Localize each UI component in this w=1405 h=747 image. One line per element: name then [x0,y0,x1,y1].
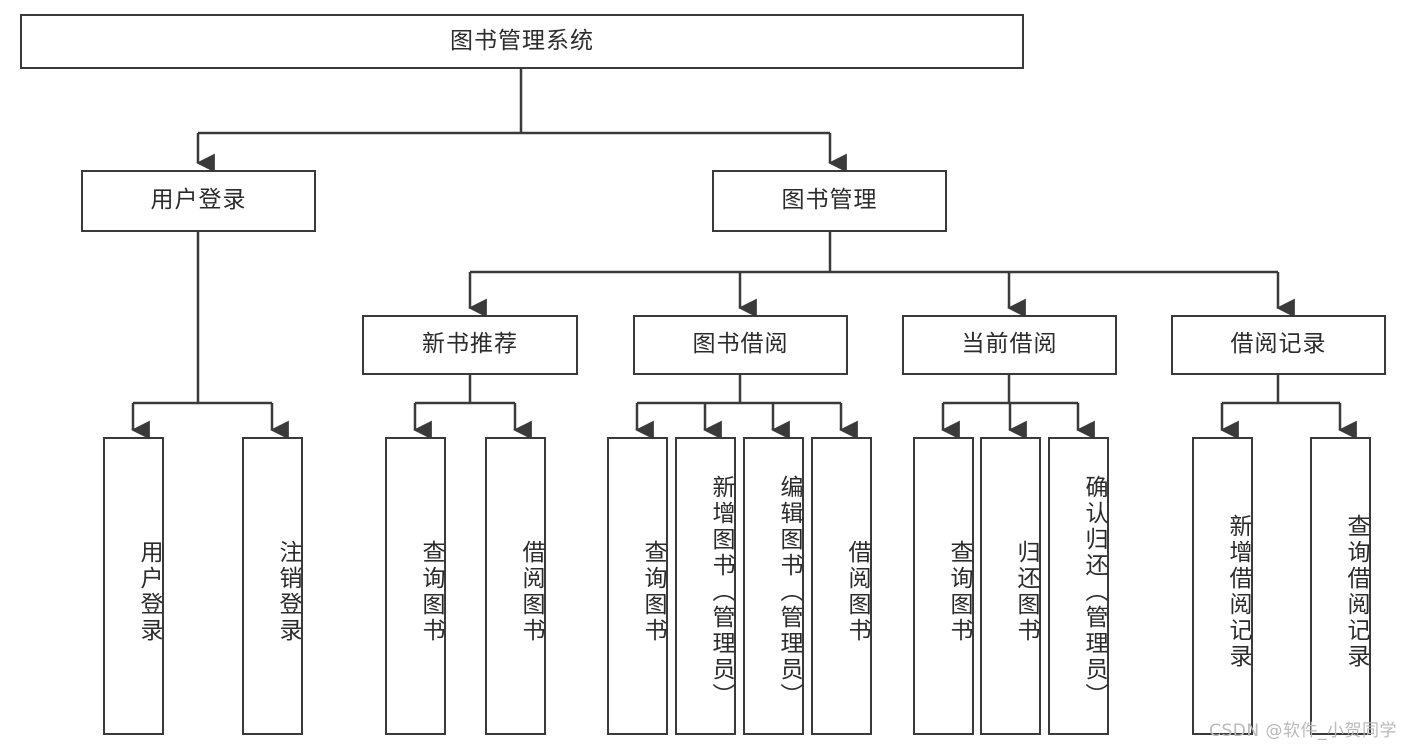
leaf-book-borrow-3[interactable]: 编辑图书（管理员） [743,437,804,735]
node-label: 借阅记录 [1230,331,1327,358]
node-root-book-management-system[interactable]: 图书管理系统 [20,14,1024,69]
leaf-book-borrow-4[interactable]: 借阅图书 [811,437,872,735]
node-label: 用户登录 [150,187,247,214]
node-label: 查询图书 [640,540,666,644]
node-label: 新增图书（管理员） [708,475,734,709]
leaf-book-borrow-2[interactable]: 新增图书（管理员） [675,437,736,735]
leaf-new-book-recommend-1[interactable]: 查询图书 [385,437,446,735]
node-label: 归还图书 [1013,540,1039,644]
node-new-book-recommend[interactable]: 新书推荐 [362,315,578,375]
node-label: 查询图书 [418,540,444,644]
node-current-borrow[interactable]: 当前借阅 [902,315,1117,375]
node-borrow-record[interactable]: 借阅记录 [1171,315,1386,375]
leaf-current-borrow-3[interactable]: 确认归还（管理员） [1048,437,1109,735]
node-label: 查询借阅记录 [1343,514,1369,670]
node-label: 确认归还（管理员） [1081,475,1107,709]
node-label: 图书借阅 [692,331,789,358]
node-label: 图书管理系统 [450,27,594,54]
leaf-borrow-record-1[interactable]: 新增借阅记录 [1192,437,1253,735]
node-label: 新增借阅记录 [1225,514,1251,670]
node-label: 编辑图书（管理员） [776,475,802,709]
node-label: 借阅图书 [518,540,544,644]
leaf-new-book-recommend-2[interactable]: 借阅图书 [485,437,546,735]
node-book-management[interactable]: 图书管理 [712,170,947,232]
node-label: 查询图书 [946,540,972,644]
node-label: 新书推荐 [422,331,518,358]
node-user-login[interactable]: 用户登录 [81,170,316,232]
leaf-borrow-record-2[interactable]: 查询借阅记录 [1310,437,1371,735]
leaf-book-borrow-1[interactable]: 查询图书 [607,437,668,735]
leaf-current-borrow-2[interactable]: 归还图书 [980,437,1041,735]
node-label: 借阅图书 [844,540,870,644]
leaf-user-login-2[interactable]: 注销登录 [242,437,303,735]
node-label: 当前借阅 [961,331,1058,358]
leaf-user-login-1[interactable]: 用户登录 [103,437,164,735]
node-book-borrow[interactable]: 图书借阅 [633,315,848,375]
leaf-current-borrow-1[interactable]: 查询图书 [913,437,974,735]
node-label: 图书管理 [781,187,878,214]
node-label: 用户登录 [136,540,162,644]
node-label: 注销登录 [275,540,301,644]
watermark-text: CSDN @软件_小贺同学 [1209,721,1397,741]
